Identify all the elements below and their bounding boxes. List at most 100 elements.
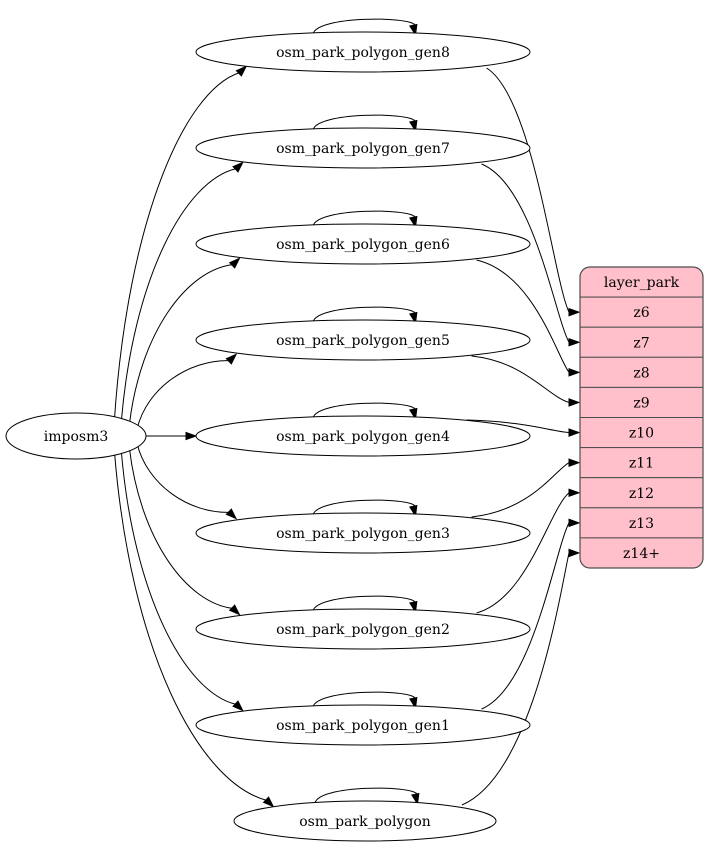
node-osm_park_polygon_gen5-shape[interactable] — [195, 319, 531, 361]
self-loop-line — [312, 18, 416, 35]
edge-arrowhead — [225, 353, 238, 365]
node-osm_park_polygon_gen8-label: osm_park_polygon_gen8 — [276, 45, 450, 61]
node-osm_park_polygon_gen3-label: osm_park_polygon_gen3 — [276, 526, 450, 542]
edge-line — [481, 163, 570, 343]
self-loop-line — [312, 499, 416, 516]
edge-line — [129, 264, 233, 424]
edge-arrowhead — [228, 257, 241, 269]
self-loop-arrowhead — [409, 23, 418, 37]
table-row-label-z14+: z14+ — [623, 546, 660, 562]
table-row-label-z6: z6 — [633, 305, 649, 321]
edge-line — [114, 453, 267, 801]
edge-line — [120, 451, 237, 705]
self-loop-osm_park_polygon — [314, 787, 420, 806]
node-osm_park_polygon_gen3[interactable]: osm_park_polygon_gen3 — [195, 512, 531, 554]
table-row-cell-z7[interactable] — [580, 326, 703, 358]
edge-line — [120, 168, 237, 421]
self-loop-osm_park_polygon_gen5 — [312, 306, 418, 325]
edge-imposm3-to-osm_park_polygon_gen3 — [136, 443, 238, 520]
self-loop-osm_park_polygon_gen1 — [312, 691, 418, 710]
edge-arrowhead — [235, 65, 248, 77]
edge-osm_park_polygon_gen4-to-row-z10 — [466, 419, 581, 437]
node-osm_park_polygon_gen1[interactable]: osm_park_polygon_gen1 — [195, 704, 531, 746]
node-osm_park_polygon_gen2-shape[interactable] — [195, 608, 531, 650]
table-row-label-z13: z13 — [629, 516, 654, 532]
table-row-cell-z13[interactable] — [580, 507, 703, 539]
node-osm_park_polygon_gen5-label: osm_park_polygon_gen5 — [276, 333, 450, 349]
self-loop-line — [312, 691, 416, 708]
edge-line — [114, 72, 240, 418]
node-osm_park_polygon_gen4-label: osm_park_polygon_gen4 — [276, 429, 450, 445]
self-loop-arrowhead — [409, 696, 418, 710]
table-row-label-z12: z12 — [629, 486, 654, 502]
edge-arrowhead — [568, 398, 581, 407]
self-loop-line — [312, 210, 416, 227]
edge-imposm3-to-osm_park_polygon_gen2 — [128, 448, 241, 616]
self-loop-line — [312, 402, 416, 419]
self-loop-osm_park_polygon_gen7 — [312, 114, 418, 133]
self-loop-osm_park_polygon_gen8 — [312, 18, 418, 37]
node-osm_park_polygon_gen4[interactable]: osm_park_polygon_gen4 — [195, 415, 531, 457]
nodes-layer: imposm3 osm_park_polygon_gen8 osm_park_pol… — [5, 31, 531, 842]
self-loop-arrowhead — [409, 311, 418, 325]
edge-arrowhead — [568, 307, 581, 317]
table-row-cell-z11[interactable] — [580, 447, 703, 479]
edge-arrowhead — [228, 604, 241, 616]
table-row-cell-z14+[interactable] — [580, 537, 703, 568]
node-osm_park_polygon-shape[interactable] — [233, 800, 497, 842]
edge-line — [128, 448, 233, 609]
node-osm_park_polygon_gen8[interactable]: osm_park_polygon_gen8 — [195, 31, 531, 73]
edge-arrowhead — [568, 368, 581, 377]
node-osm_park_polygon_gen5[interactable]: osm_park_polygon_gen5 — [195, 319, 531, 361]
edge-imposm3-to-osm_park_polygon_gen7 — [120, 161, 244, 421]
node-osm_park_polygon_gen7-label: osm_park_polygon_gen7 — [276, 141, 450, 157]
edge-imposm3-to-osm_park_polygon — [114, 453, 275, 808]
node-osm_park_polygon_gen7[interactable]: osm_park_polygon_gen7 — [195, 127, 531, 169]
edge-imposm3-to-osm_park_polygon_gen6 — [129, 257, 241, 424]
edge-line — [481, 522, 570, 710]
edge-line — [476, 259, 570, 373]
table-row-label-z10: z10 — [629, 426, 654, 442]
edge-arrowhead — [568, 488, 581, 498]
table-row-cell-z6[interactable] — [580, 296, 703, 328]
self-loop-arrowhead — [409, 119, 418, 133]
edge-osm_park_polygon_gen8-to-row-z6 — [486, 67, 581, 317]
edge-line — [471, 462, 570, 518]
edge-arrowhead — [232, 161, 244, 173]
self-loop-arrowhead — [409, 600, 418, 614]
node-osm_park_polygon_gen1-shape[interactable] — [195, 704, 531, 746]
node-osm_park_polygon_gen7-shape[interactable] — [195, 127, 531, 169]
edge-imposm3-to-osm_park_polygon_gen4 — [146, 431, 198, 441]
edges-layer — [114, 18, 581, 808]
edge-line — [136, 360, 230, 429]
node-osm_park_polygon_gen3-shape[interactable] — [195, 512, 531, 554]
table-outline — [579, 266, 704, 569]
edge-arrowhead — [568, 518, 581, 528]
edge-line — [486, 67, 570, 313]
node-osm_park_polygon_gen2[interactable]: osm_park_polygon_gen2 — [195, 608, 531, 650]
node-osm_park_polygon[interactable]: osm_park_polygon — [233, 800, 497, 842]
node-osm_park_polygon_gen6[interactable]: osm_park_polygon_gen6 — [195, 223, 531, 265]
edge-arrowhead — [185, 431, 198, 441]
node-imposm3-shape[interactable] — [5, 412, 147, 460]
node-osm_park_polygon_gen6-shape[interactable] — [195, 223, 531, 265]
table-row-cell-z8[interactable] — [580, 356, 703, 388]
edge-arrowhead — [225, 508, 238, 520]
self-loop-line — [312, 114, 416, 131]
table-row-cell-z10[interactable] — [580, 417, 703, 449]
self-loop-arrowhead — [409, 215, 418, 229]
node-osm_park_polygon_gen4-shape[interactable] — [195, 415, 531, 457]
edge-osm_park_polygon-to-row-z14+ — [461, 548, 581, 806]
table-row-label-z7: z7 — [633, 335, 649, 351]
self-loop-osm_park_polygon_gen2 — [312, 595, 418, 614]
node-osm_park_polygon_gen6-label: osm_park_polygon_gen6 — [276, 237, 450, 253]
table-row-label-z11: z11 — [629, 456, 654, 472]
edge-osm_park_polygon_gen5-to-row-z9 — [471, 355, 581, 407]
node-imposm3[interactable]: imposm3 — [5, 412, 147, 460]
edge-osm_park_polygon_gen1-to-row-z13 — [481, 518, 581, 710]
edge-osm_park_polygon_gen2-to-row-z12 — [476, 488, 581, 614]
node-osm_park_polygon_gen8-shape[interactable] — [195, 31, 531, 73]
